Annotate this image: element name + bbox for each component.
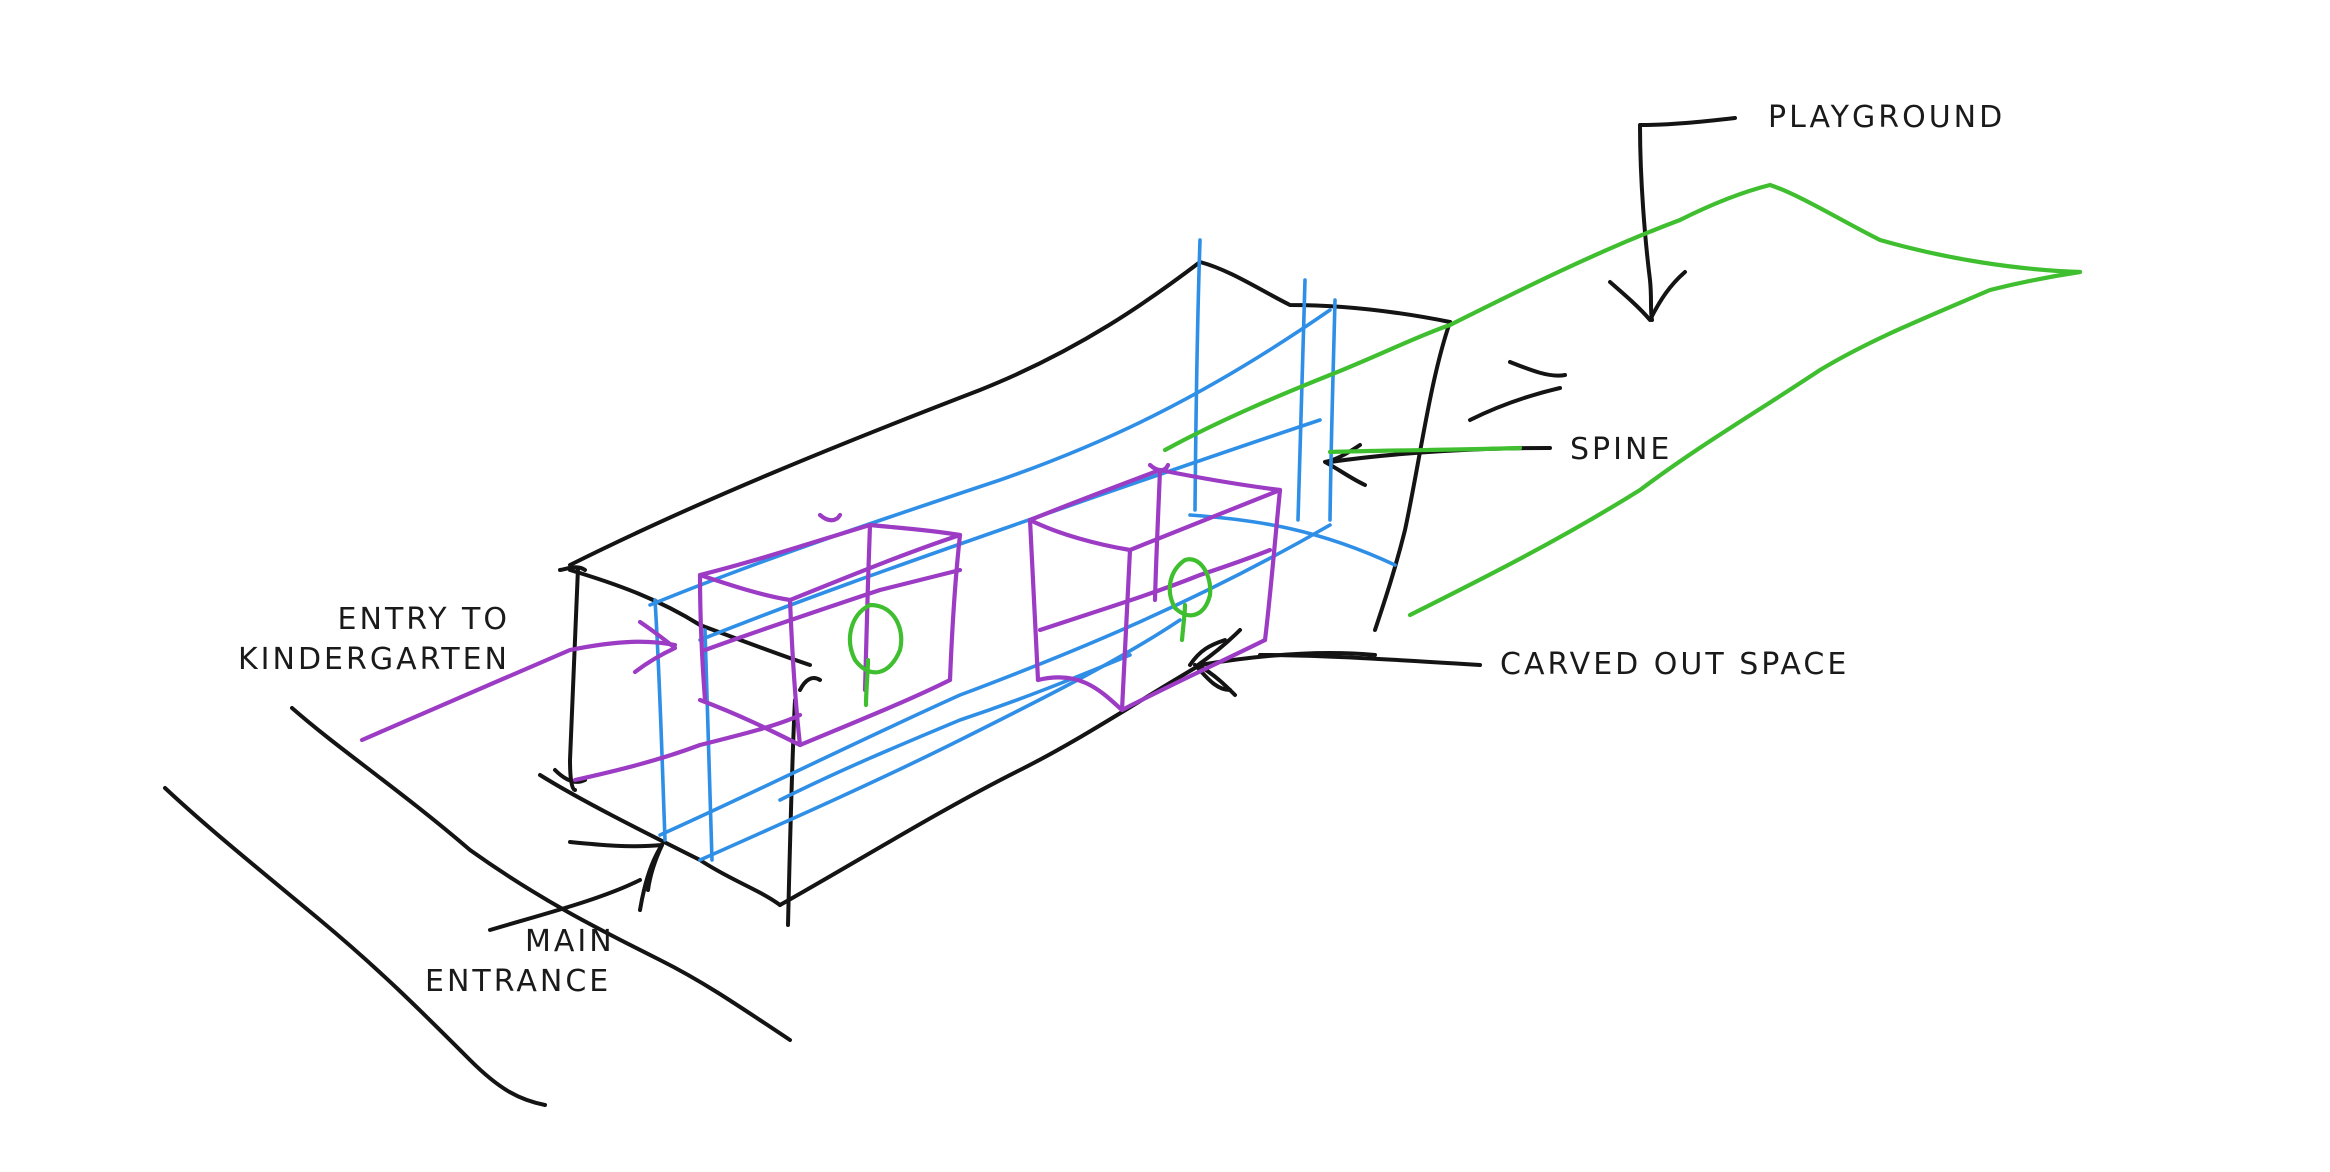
kg-box-2-back-mid [1152, 467, 1163, 603]
spine-structure [648, 238, 1397, 862]
spine-vertical-front-1 [653, 598, 667, 842]
kg-box-2-back-right [1262, 487, 1283, 643]
box-bottom-long-edge [778, 651, 1377, 907]
ground-line-outer [163, 786, 547, 1107]
spine-label: SPINE [1570, 432, 1673, 467]
tree-2-canopy [1167, 557, 1213, 618]
tree-1-canopy [847, 602, 904, 675]
green-elements [847, 182, 2083, 708]
box-front-vertical [568, 566, 580, 792]
kg-box-1-front-left [697, 572, 708, 703]
kg-box-1-front-right [787, 597, 803, 748]
kg-box-2-front-left [1027, 517, 1041, 683]
kg-box-2-top [1027, 467, 1283, 553]
box-top-front-edge [568, 260, 1452, 567]
carved-out-arrowhead [1196, 628, 1242, 697]
spine-vertical-front-2 [703, 628, 714, 862]
spine-top-line-1 [648, 308, 1332, 607]
entry-label-line2: KINDERGARTEN [237, 642, 510, 677]
tree-2-trunk [1179, 602, 1188, 643]
entry-arrow-shaft [359, 639, 678, 743]
spine-vertical-back-1 [1193, 238, 1202, 512]
playground-boundary-lower [1407, 269, 2083, 618]
entry-path-line [488, 878, 642, 932]
kg-box-1-back-mid [862, 522, 873, 693]
spine-green-marker [1327, 445, 1523, 455]
kg-box-1-bottom [697, 677, 953, 748]
carved-out-bracket [1188, 638, 1232, 692]
main-label-line2: ENTRANCE [425, 964, 612, 999]
kg-box-2-bottom [1035, 637, 1268, 713]
kg-box-1-back-right [947, 532, 963, 683]
tree-1-trunk [863, 657, 871, 708]
main-label-line1: MAIN [525, 924, 615, 959]
carved-out-leader [1258, 653, 1482, 667]
entry-to-kindergarten-label: ENTRY TO KINDERGARTEN [200, 600, 510, 680]
spine-green-line [1162, 322, 1453, 453]
spine-vertical-back-3 [1328, 298, 1337, 522]
entry-inner-line [572, 712, 803, 783]
spine-far-line [1188, 513, 1397, 567]
spine-side-arrow [1468, 360, 1567, 422]
box-inner-vertical [786, 698, 797, 927]
leader-lines [568, 116, 1737, 912]
spine-top-line-2 [698, 418, 1322, 642]
kg-box-2-front-right [1119, 547, 1133, 713]
spine-bottom-line-1 [658, 523, 1332, 837]
ground-line-inner [290, 706, 792, 1042]
spine-mid-line [778, 653, 1132, 802]
kg-box-2-mid-band [1037, 547, 1273, 633]
ground-lines [163, 706, 792, 1107]
box-back-vertical [1373, 320, 1452, 632]
main-entrance-arrowhead [568, 840, 664, 892]
box-front-top-edge [568, 568, 812, 667]
playground-leader [1638, 116, 1737, 322]
playground-boundary-upper [1447, 182, 2083, 328]
kindergarten-volumes [359, 462, 1283, 783]
main-entrance-label: MAIN ENTRANCE [425, 922, 612, 1002]
playground-label: PLAYGROUND [1768, 100, 2006, 135]
entry-label-line1: ENTRY TO [337, 602, 510, 637]
box-front-bottom-edge [538, 773, 782, 907]
building-box [538, 260, 1452, 927]
spine-bottom-line-2 [698, 618, 1182, 862]
entry-arrow-head [632, 619, 678, 675]
spine-vertical-back-2 [1296, 278, 1307, 522]
kg-box-1-mid-band [702, 567, 963, 653]
carved-out-space-label: CARVED OUT SPACE [1500, 647, 1850, 682]
playground-arrowhead [1608, 270, 1687, 322]
